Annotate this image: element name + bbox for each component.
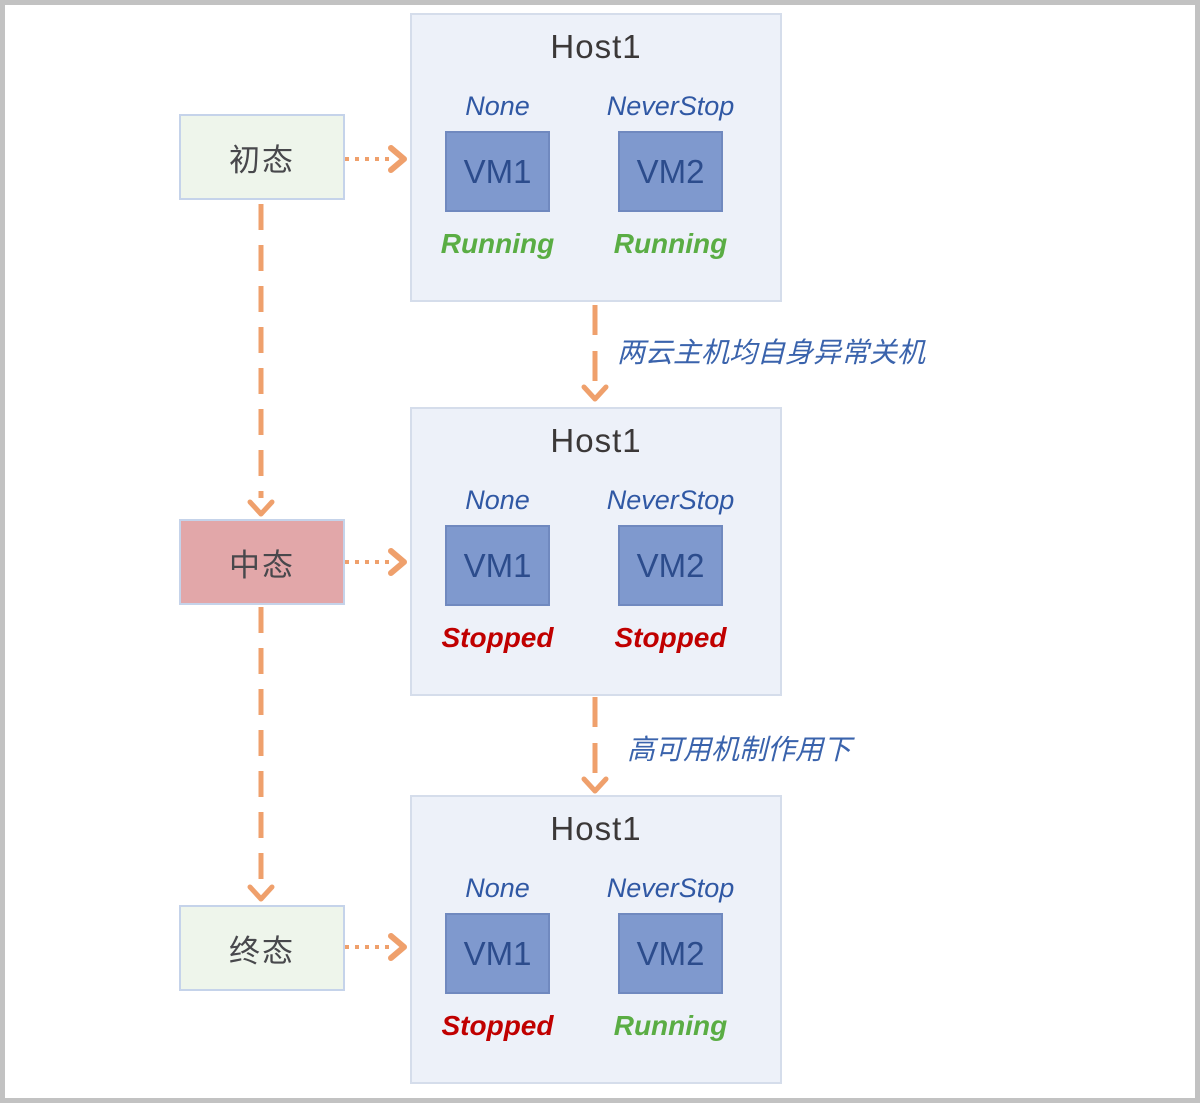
vm2-column: NeverStop VM2 Stopped	[605, 483, 737, 654]
arrow-state-middle-to-final	[247, 607, 275, 902]
host-title: Host1	[550, 810, 642, 847]
vm1-label: VM1	[463, 152, 532, 190]
state-label-initial: 初态	[229, 142, 295, 178]
host-panel-initial: Host1 None VM1 Running NeverStop VM2 Run…	[410, 13, 782, 302]
vm2-policy: NeverStop	[606, 873, 735, 903]
host-body: None VM1 Stopped NeverStop VM2 Stopped	[432, 483, 761, 654]
host-body: None VM1 Running NeverStop VM2 Running	[432, 89, 761, 260]
state-box-initial: 初态	[179, 114, 345, 200]
host-panel-final: Host1 None VM1 Stopped NeverStop VM2 Run…	[410, 795, 782, 1084]
vm1-box: VM1	[445, 913, 550, 994]
arrow-host2-to-host3	[581, 697, 609, 794]
host-body: None VM1 Stopped NeverStop VM2 Running	[432, 871, 761, 1042]
arrow-state-initial-to-middle	[247, 204, 275, 517]
state-box-final: 终态	[179, 905, 345, 991]
host-panel-middle: Host1 None VM1 Stopped NeverStop VM2 Sto…	[410, 407, 782, 696]
vm2-label: VM2	[636, 934, 705, 972]
vm1-status: Stopped	[441, 1010, 554, 1041]
vm2-label: VM2	[636, 546, 705, 584]
vm2-status: Stopped	[614, 622, 727, 653]
transition-label-abnormal-shutdown: 两云主机均自身异常关机	[617, 337, 926, 368]
vm2-label: VM2	[636, 152, 705, 190]
vm2-policy: NeverStop	[606, 485, 735, 515]
vm1-label: VM1	[463, 546, 532, 584]
vm2-box: VM2	[618, 913, 723, 994]
vm2-status: Running	[613, 228, 728, 259]
vm2-policy: NeverStop	[606, 91, 735, 121]
vm1-status: Stopped	[441, 622, 554, 653]
vm1-column: None VM1 Running	[432, 89, 564, 260]
vm1-status: Running	[440, 228, 555, 259]
dotted-arrow-final-to-host	[345, 933, 407, 961]
state-box-middle: 中态	[179, 519, 345, 605]
vm2-column: NeverStop VM2 Running	[605, 89, 737, 260]
vm2-status: Running	[613, 1010, 728, 1041]
vm1-box: VM1	[445, 525, 550, 606]
vm1-label: VM1	[463, 934, 532, 972]
host-title: Host1	[550, 28, 642, 65]
vm1-column: None VM1 Stopped	[432, 871, 564, 1042]
dotted-arrow-middle-to-host	[345, 548, 407, 576]
vm1-policy: None	[465, 485, 530, 515]
vm1-policy: None	[465, 873, 530, 903]
host-title: Host1	[550, 422, 642, 459]
state-label-final: 终态	[229, 933, 295, 969]
state-label-middle: 中态	[229, 547, 295, 583]
vm2-box: VM2	[618, 131, 723, 212]
transition-label-ha-mechanism: 高可用机制作用下	[627, 734, 852, 765]
vm1-column: None VM1 Stopped	[432, 483, 564, 654]
vm1-box: VM1	[445, 131, 550, 212]
dotted-arrow-initial-to-host	[345, 145, 407, 173]
vm2-box: VM2	[618, 525, 723, 606]
vm2-column: NeverStop VM2 Running	[605, 871, 737, 1042]
arrow-host1-to-host2	[581, 305, 609, 402]
vm1-policy: None	[465, 91, 530, 121]
